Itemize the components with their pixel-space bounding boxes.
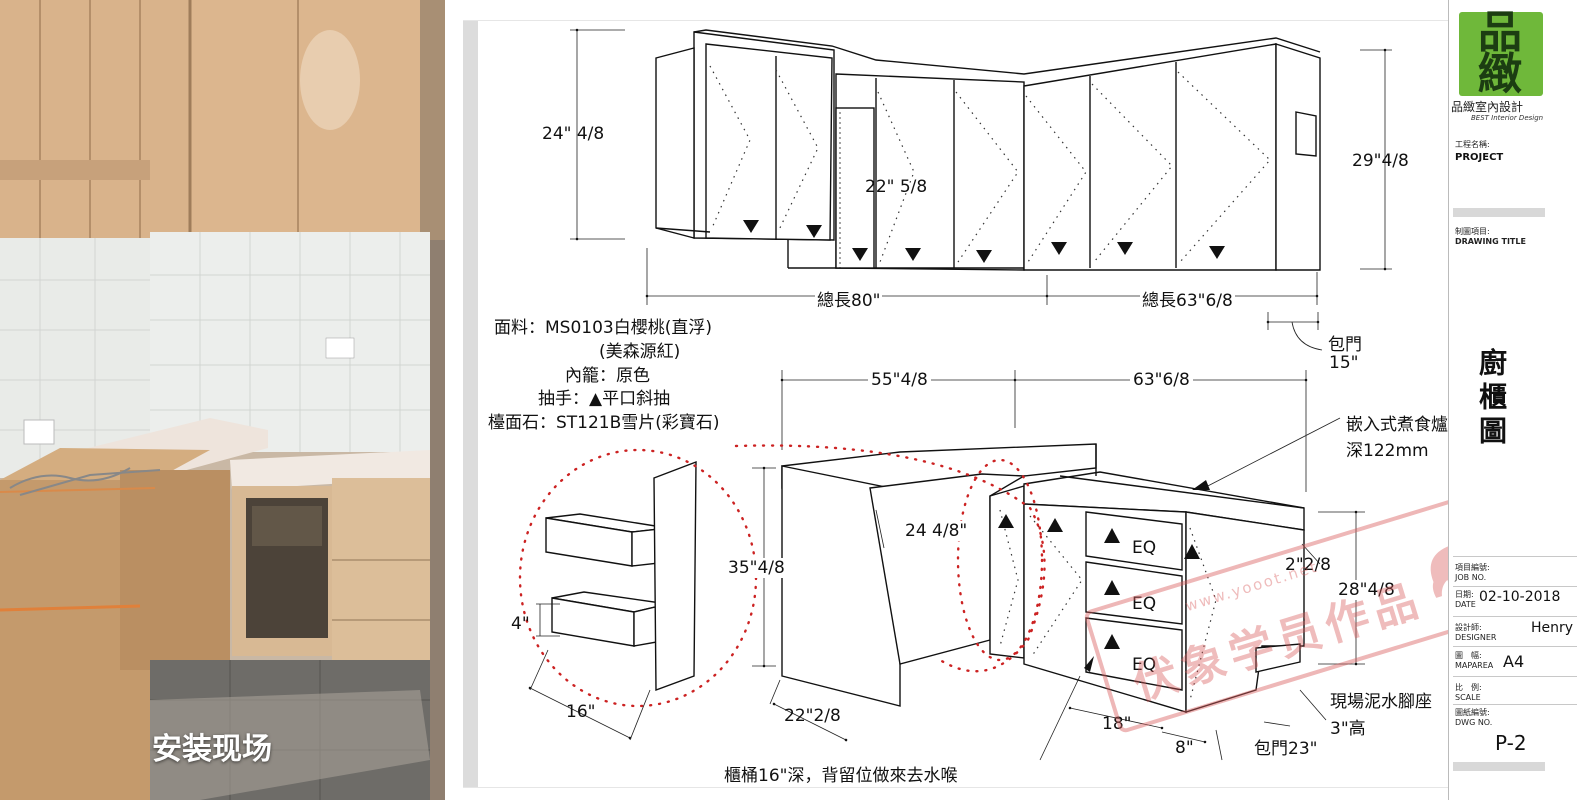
site-photo-illustration	[0, 0, 445, 800]
sheet-border-bar	[463, 20, 478, 788]
scale-caption-cn: 比 例:	[1455, 683, 1482, 692]
spec-line-material: 面料：MS0103白櫻桃(直浮)	[494, 318, 712, 338]
divider-line	[1453, 704, 1577, 705]
upper-cabinet-door-swing-lines	[709, 65, 1271, 263]
drawer-eq-label-2: EQ	[1132, 594, 1157, 614]
date-caption-en: DATE	[1455, 600, 1476, 609]
drawer-depth-label: 16"	[566, 702, 596, 722]
spec-line-countertop: 檯面石：ST121B雪片(彩寶石)	[488, 413, 720, 433]
scale-caption-en: SCALE	[1455, 693, 1481, 702]
upper-cabinet-drawing	[655, 29, 1321, 271]
base-handle-markers	[998, 514, 1200, 649]
logo-glyph: 品緻	[1478, 7, 1524, 100]
hob-arrowhead	[1192, 480, 1210, 490]
door-23-label: 包門23"	[1254, 739, 1318, 759]
photo-caption: 安装现场	[152, 732, 272, 767]
depth-18-label: 18"	[1102, 714, 1132, 734]
base-depth-left-label: 22"2/8	[784, 706, 841, 726]
spec-line-interior: 內籠：原色	[565, 366, 650, 386]
drawer-eq-label-3: EQ	[1132, 655, 1157, 675]
sheet-bottom-rule	[463, 787, 1453, 788]
gap-label: 2"2/8	[1285, 555, 1331, 575]
base-right-height-label: 28"4/8	[1338, 580, 1395, 600]
area-caption-en: MAPAREA	[1455, 661, 1494, 670]
base-width-left-label: 55"4/8	[868, 370, 931, 390]
designer-caption-en: DESIGNER	[1455, 633, 1497, 642]
project-bar	[1453, 208, 1545, 217]
area-value: A4	[1503, 652, 1525, 671]
base-cabinet-swing-lines	[999, 509, 1217, 701]
spec-line-brand: (美森源紅)	[599, 342, 681, 362]
designer-caption-cn: 設計師:	[1455, 623, 1482, 632]
door-note-label: 包門	[1328, 335, 1362, 355]
date-caption-cn: 日期:	[1455, 590, 1474, 599]
drawer-height-label: 4"	[511, 614, 530, 634]
job-caption-en: JOB NO.	[1455, 573, 1487, 582]
dwg-caption-cn: 圖紙編號:	[1455, 708, 1490, 717]
hob-note-label: 嵌入式煮食爐	[1346, 415, 1448, 435]
dwg-number-value: P-2	[1495, 731, 1527, 755]
upper-mid-height-label: 22" 5/8	[865, 177, 928, 197]
dwg-bar	[1453, 762, 1545, 771]
drawing-caption: 制圖項目:	[1455, 227, 1490, 236]
sheet-top-rule	[463, 20, 1453, 21]
upper-dimension-lines	[570, 28, 1392, 351]
plinth-height-label: 3"高	[1330, 719, 1366, 739]
door-size-label: 15"	[1329, 353, 1359, 373]
bottom-note-label: 櫃桶16"深，背留位做來去水喉	[724, 766, 958, 786]
drawer-location-circle	[956, 458, 1044, 662]
upper-handle-markers	[743, 220, 1225, 263]
drawer-detail-drawing	[545, 460, 697, 692]
company-name: 品緻室內設計	[1451, 100, 1524, 114]
base-width-right-label: 63"6/8	[1130, 370, 1193, 390]
job-caption-cn: 項目編號:	[1455, 563, 1490, 572]
drawer-detail-dimensions	[528, 603, 651, 741]
divider-line	[1453, 556, 1577, 557]
inner-depth-label: 24 4/8"	[905, 521, 968, 541]
project-value: PROJECT	[1455, 152, 1504, 163]
upper-total-right-label: 總長63"6/8	[1140, 286, 1235, 311]
upper-total-left-label: 總長80"	[815, 286, 883, 311]
drawing-value: DRAWING TITLE	[1455, 237, 1526, 246]
title-block: 品緻 品緻室內設計 BEST Interior Design 工程名稱: PRO…	[1448, 0, 1579, 800]
divider-line	[1453, 676, 1577, 677]
depth-8-label: 8"	[1175, 738, 1194, 758]
upper-right-height-label: 29"4/8	[1352, 151, 1409, 171]
date-value: 02-10-2018	[1479, 589, 1561, 605]
base-cabinet-drawing	[781, 443, 1305, 713]
company-subtitle: BEST Interior Design	[1471, 114, 1544, 122]
divider-line	[1453, 586, 1577, 587]
divider-line	[1453, 616, 1577, 617]
base-left-height-label: 35"4/8	[728, 558, 785, 578]
area-caption-cn: 圖 幅:	[1455, 651, 1482, 660]
plinth-note-label: 現場泥水腳座	[1330, 692, 1432, 712]
divider-line	[1453, 646, 1577, 647]
spec-line-handle: 抽手：▲平口斜抽	[538, 389, 671, 409]
drawer-eq-label-1: EQ	[1132, 538, 1157, 558]
designer-value: Henry	[1531, 620, 1574, 636]
hob-depth-label: 深122mm	[1346, 441, 1429, 461]
drawer-detail-callout-circle	[518, 448, 758, 708]
upper-left-height-label: 24" 4/8	[542, 124, 605, 144]
company-logo: 品緻	[1459, 7, 1543, 100]
project-caption: 工程名稱:	[1455, 140, 1490, 149]
leader-arrowhead	[1084, 656, 1094, 672]
dwg-caption-en: DWG NO.	[1455, 718, 1493, 727]
site-photo: 安装现场	[0, 0, 445, 800]
vertical-drawing-title: 廚櫃圖	[1475, 348, 1508, 450]
